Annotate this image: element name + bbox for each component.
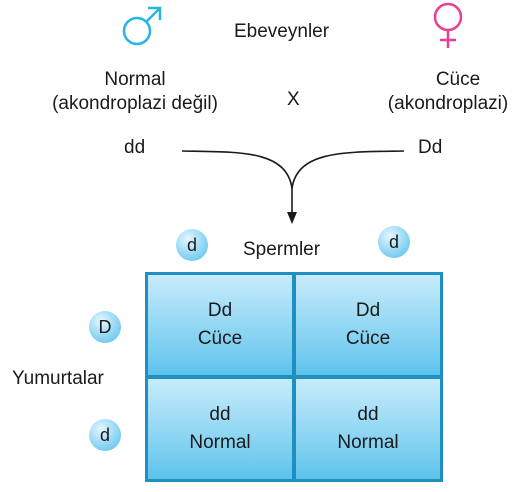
egg-allele-1: D: [89, 311, 121, 343]
punnett-cell: Dd Cüce: [296, 275, 440, 375]
punnett-cell: dd Normal: [148, 379, 292, 479]
punnett-cell: Dd Cüce: [148, 275, 292, 375]
male-phenotype-detail: (akondroplazi değil): [52, 93, 218, 114]
cell-genotype: dd: [357, 404, 379, 426]
cross-arrow: [181, 150, 405, 224]
female-symbol-icon: [430, 2, 466, 50]
female-phenotype: Cüce: [435, 69, 481, 90]
punnett-square: Dd Cüce Dd Cüce dd Normal dd Normal: [145, 272, 443, 482]
cell-genotype: dd: [209, 404, 231, 426]
cell-phenotype: Normal: [189, 432, 251, 453]
male-genotype: dd: [124, 137, 146, 158]
cell-phenotype: Cüce: [197, 328, 243, 349]
punnett-cell: dd Normal: [296, 379, 440, 479]
egg-header: Yumurtalar: [12, 368, 104, 389]
sperm-header: Spermler: [243, 239, 321, 260]
sperm-allele-1: d: [176, 229, 208, 261]
egg-allele-2: d: [89, 419, 121, 451]
cell-phenotype: Normal: [337, 432, 399, 453]
female-genotype: Dd: [418, 137, 443, 158]
male-symbol-icon: [120, 4, 164, 48]
cell-phenotype: Cüce: [345, 328, 391, 349]
male-phenotype: Normal: [104, 69, 166, 90]
cell-genotype: Dd: [355, 300, 381, 322]
cell-genotype: Dd: [207, 300, 233, 322]
female-phenotype-detail: (akondroplazi): [387, 93, 509, 114]
sperm-allele-2: d: [378, 226, 410, 258]
cross-symbol: X: [287, 89, 300, 110]
parents-title: Ebeveynler: [234, 21, 330, 42]
